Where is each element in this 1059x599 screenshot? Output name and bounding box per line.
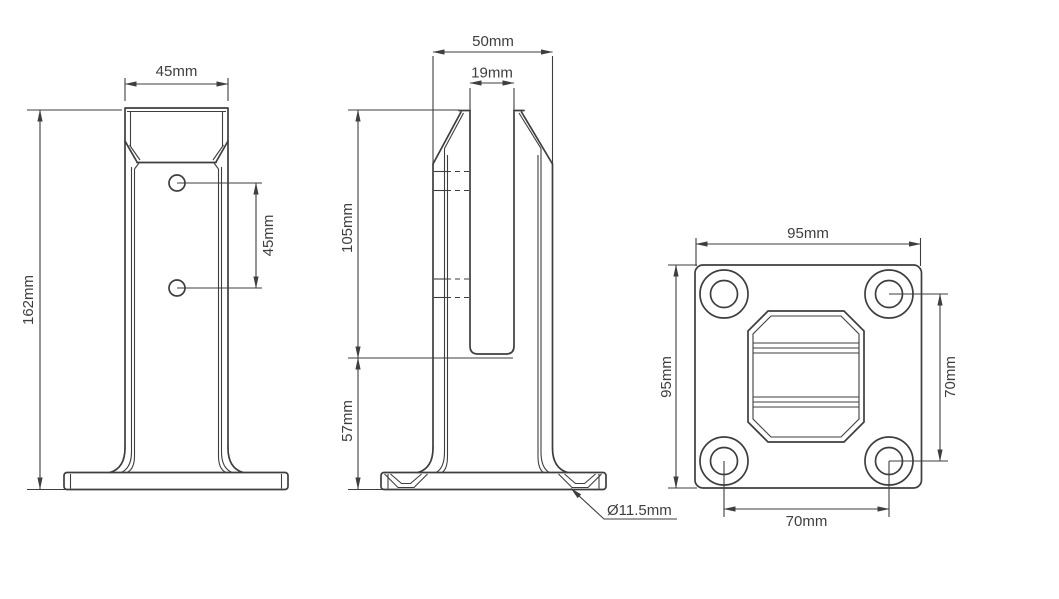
body-inner-line [126, 169, 136, 473]
countersink-hole-inner [564, 473, 596, 485]
side-width-dimension: 50mm [432, 33, 553, 55]
base-fillet [109, 447, 126, 474]
boss-octagon-inner [752, 315, 860, 438]
cap-chamfer [124, 140, 138, 163]
side-base-height-dimension: 57mm [339, 357, 513, 491]
side-base-plate [380, 471, 607, 491]
hole-pitch-vertical-label: 70mm [942, 356, 959, 398]
front-body-outline [109, 107, 244, 474]
corner-hole-top-left [699, 269, 749, 319]
hole-pitch-vertical-dimension: 70mm [889, 293, 959, 462]
glass-slot [469, 109, 515, 355]
base-fillet [551, 447, 569, 474]
corner-chamfer [134, 162, 140, 170]
cap-chamfer [215, 140, 229, 163]
plate-outline [694, 264, 923, 489]
side-base-height-label: 57mm [339, 400, 356, 442]
front-width-dimension: 45mm [124, 63, 229, 101]
front-mounting-holes [168, 174, 186, 297]
side-slot-width-label: 19mm [471, 65, 513, 82]
body-outline [124, 107, 229, 449]
jaw-chamfer [432, 111, 462, 165]
body-inner-line [537, 155, 544, 473]
jaw-chamfer [520, 111, 554, 165]
leader-line [570, 488, 677, 520]
base-plate-outline [63, 471, 289, 491]
corner-chamfer [213, 162, 219, 170]
hole-diameter-label: Ø11.5mm [607, 502, 672, 519]
plate-height-dimension: 95mm [658, 264, 697, 489]
cap-chamfer-inner [212, 144, 224, 161]
jaw-chamfer-inner [518, 112, 542, 149]
body-inner-line [435, 148, 446, 473]
side-grub-screw-lines [434, 170, 470, 299]
base-fillet [227, 447, 244, 474]
boss-octagon-outer [747, 310, 865, 443]
countersink-hole [558, 473, 602, 489]
base-plate-outline [380, 471, 607, 491]
center-boss [747, 310, 865, 443]
countersink-hole [384, 473, 428, 489]
side-body-outline [417, 56, 569, 474]
front-height-label: 162mm [20, 275, 37, 325]
countersink-hole-inner [390, 473, 422, 485]
front-base-plate [63, 471, 289, 491]
body-inner-line [220, 167, 233, 474]
front-height-dimension: 162mm [20, 109, 122, 491]
base-plate-view: 95mm 95mm 70mm 70mm [658, 225, 959, 530]
body-inner-line [441, 155, 449, 473]
hole-pitch-horizontal-label: 70mm [786, 513, 828, 530]
front-view: 45mm 162mm 45mm [20, 63, 289, 491]
side-hole-diameter-callout: Ø11.5mm [570, 488, 677, 520]
counterbore-circle [699, 269, 749, 319]
plate-width-dimension: 95mm [695, 225, 922, 266]
plate-width-label: 95mm [787, 225, 829, 242]
cap-chamfer-inner [129, 144, 141, 161]
front-width-label: 45mm [156, 63, 198, 80]
base-fillet [417, 447, 434, 474]
side-view: 50mm 19mm 105mm 57mm Ø11.5mm [339, 33, 677, 520]
body-inner-line [217, 169, 227, 473]
jaw-chamfer-inner [444, 112, 464, 149]
side-width-label: 50mm [472, 33, 514, 50]
body-inner-line [120, 167, 133, 474]
side-slot-width-dimension: 19mm [469, 65, 515, 86]
bolt-hole-circle [709, 279, 739, 309]
side-slot-depth-dimension: 105mm [339, 109, 459, 359]
side-slot-depth-label: 105mm [339, 203, 356, 253]
hole-pitch-horizontal-dimension: 70mm [723, 461, 890, 530]
front-hole-pitch-label: 45mm [260, 215, 277, 257]
body-inner-line [540, 148, 550, 473]
plate-height-label: 95mm [658, 356, 675, 398]
front-hole-pitch-dimension: 45mm [177, 182, 277, 289]
